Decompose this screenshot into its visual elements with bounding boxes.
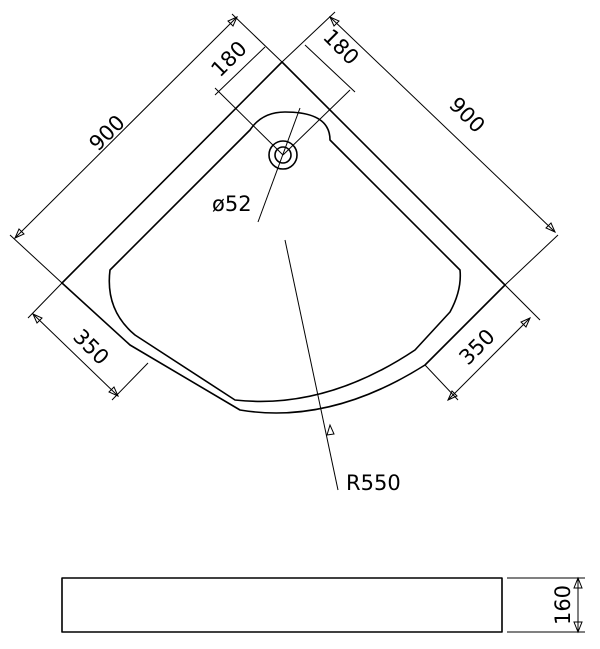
- dimension-drain-diameter: ø52: [212, 107, 301, 223]
- drain-inner: [274, 146, 292, 164]
- label-left-straight: 350: [68, 324, 113, 369]
- label-right-side: 900: [444, 92, 489, 137]
- dimension-right-offset: 180: [282, 24, 364, 156]
- tray-outer-outline: [61, 61, 506, 414]
- label-left-offset: 180: [206, 36, 251, 81]
- tray-inner-basin: [108, 111, 462, 403]
- dimension-left-offset: 180: [206, 36, 284, 156]
- label-right-straight: 350: [454, 324, 499, 369]
- dimension-right-straight: 350: [424, 284, 541, 401]
- label-right-offset: 180: [318, 24, 363, 69]
- dimension-right-side: 900: [281, 11, 559, 286]
- label-height: 160: [551, 585, 575, 625]
- drain-outer: [268, 140, 298, 170]
- label-left-side: 900: [84, 110, 129, 155]
- dimension-radius: R550: [284, 239, 401, 495]
- dimension-left-straight: 350: [27, 282, 149, 401]
- tray-side-view: [61, 577, 503, 633]
- label-drain-diameter: ø52: [212, 192, 252, 216]
- label-radius: R550: [346, 471, 401, 495]
- dimension-height: 160: [507, 576, 585, 634]
